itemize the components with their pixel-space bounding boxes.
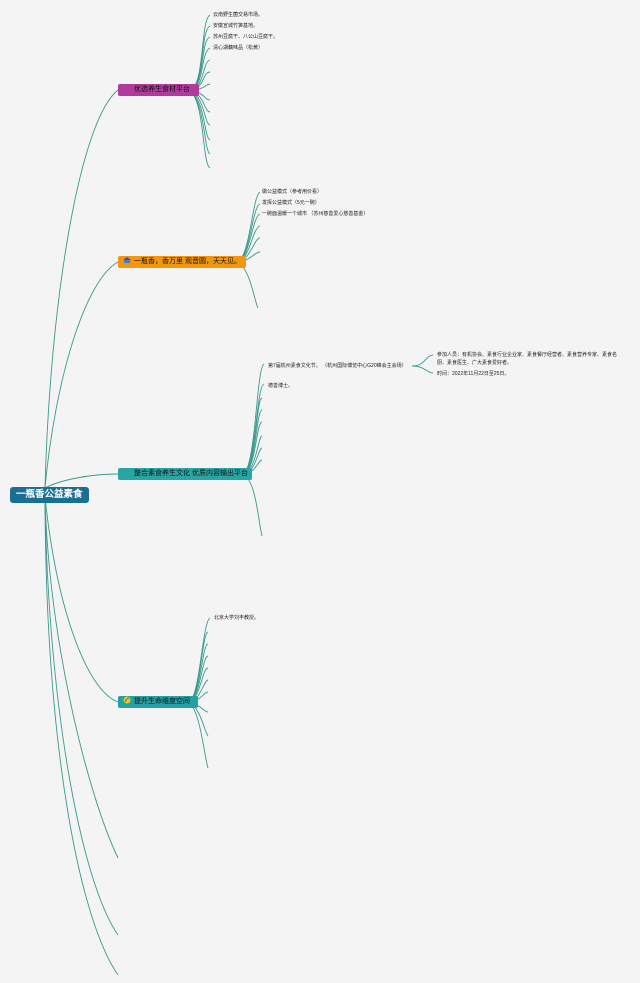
branch-4-child-1[interactable]: 北京大学刘丰教授。: [214, 615, 260, 621]
temple-icon: [123, 256, 131, 264]
branch-1-label: 优选养生食材平台: [134, 86, 190, 93]
root-node[interactable]: 一瓶香公益素食: [10, 487, 89, 503]
branch-2-child-2[interactable]: 发挥公益模式（5元一碗）: [262, 200, 320, 206]
branch-2-child-3[interactable]: 一碗面温暖一个城市 （苏州慈善爱心慈善基金）: [262, 211, 369, 217]
branch-1-child-4[interactable]: 清心湖藕味品（松黄）: [213, 45, 264, 51]
branch-1-child-3[interactable]: 苏州豆腐干、八公山豆腐干。: [213, 34, 279, 40]
branch-3-sub-1[interactable]: 参加人员：有机协会、素食行业企业家、素食餐厅经营者、素食营养专家、素食名厨、素食…: [437, 352, 618, 366]
branch-1-child-2[interactable]: 安徽宣城竹笋基地。: [213, 23, 259, 29]
branch-4-label: 提升生命维度空间: [134, 698, 190, 705]
branch-3-sub-2[interactable]: 时间：2022年11月22日至25日。: [437, 371, 510, 377]
branch-node-3[interactable]: 整合素食养生文化 优质内容输出平台: [118, 468, 252, 480]
branch-1-child-1[interactable]: 云南野生菌交易市场。: [213, 12, 264, 18]
leaf-icon: [123, 696, 131, 704]
branch-3-spacer: [123, 468, 131, 476]
branch-3-label: 整合素食养生文化 优质内容输出平台: [134, 470, 248, 477]
branch-node-4[interactable]: 提升生命维度空间: [118, 696, 198, 708]
branch-node-1[interactable]: 优选养生食材平台: [118, 84, 199, 96]
branch-1-spacer: [123, 84, 131, 92]
branch-2-child-1[interactable]: 做公益模式（参考用价看）: [262, 189, 323, 195]
branch-3-child-2[interactable]: 德善博士。: [268, 383, 294, 389]
branch-2-label: 一瓶香，香万里 观音圆，天天见。: [134, 258, 241, 265]
branch-node-2[interactable]: 一瓶香，香万里 观音圆，天天见。: [118, 256, 246, 268]
branch-3-child-1[interactable]: 第7届杭州素食文化节。 （杭州国际博览中心G20峰会主会场）: [268, 363, 407, 369]
